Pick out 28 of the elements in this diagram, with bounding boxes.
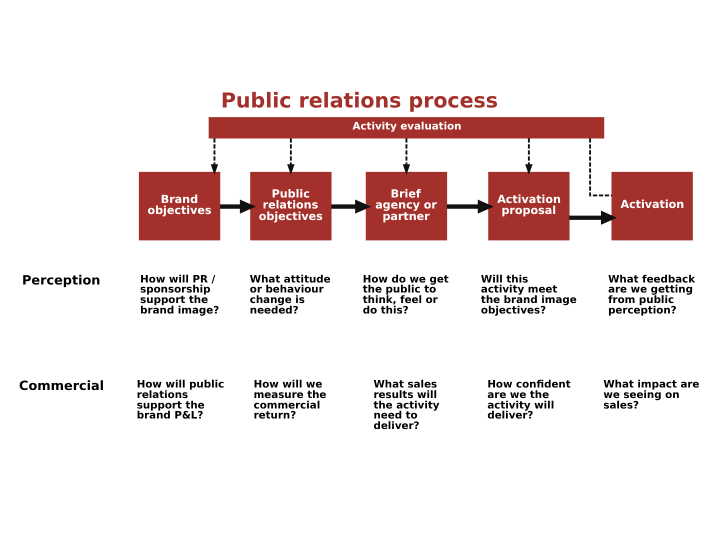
label: What impact are we seeing on sales?	[603, 378, 700, 412]
node-box: Activation proposal	[488, 172, 570, 240]
arrow	[525, 138, 533, 175]
label: What sales results will the activity need to deliver?	[373, 378, 440, 432]
label: How do we get the public to think, feel or do this?	[362, 273, 449, 316]
label: How will public relations support the brand P&L?	[136, 378, 224, 422]
arrow	[287, 138, 295, 175]
diagram-title: Public relations process	[220, 88, 498, 112]
arrow	[220, 200, 256, 214]
arrow	[210, 138, 218, 175]
node-box: Activity evaluation	[208, 117, 604, 138]
node-box: Activation	[612, 172, 693, 240]
label: What feedback are we getting from public perception?	[608, 273, 696, 316]
arrow	[569, 210, 618, 225]
arrow	[331, 200, 372, 214]
label: Will this activity meet the brand image objectives?	[480, 273, 577, 316]
arrow	[402, 138, 410, 175]
label: How will we measure the commercial return?	[254, 378, 326, 422]
label: Commercial	[19, 378, 104, 394]
label: How confident are we the activity will deliver?	[487, 378, 571, 422]
label: What attitude or behaviour change is needed?	[250, 273, 331, 316]
node-box: Brief agency or partner	[366, 172, 448, 240]
label: Perception	[22, 273, 100, 288]
label: How will PR / sponsorship support the brand image?	[140, 273, 220, 316]
node-box: Public relations objectives	[250, 172, 332, 240]
arrow	[446, 200, 494, 214]
connector	[589, 138, 612, 196]
node-box: Brand objectives	[138, 172, 220, 240]
